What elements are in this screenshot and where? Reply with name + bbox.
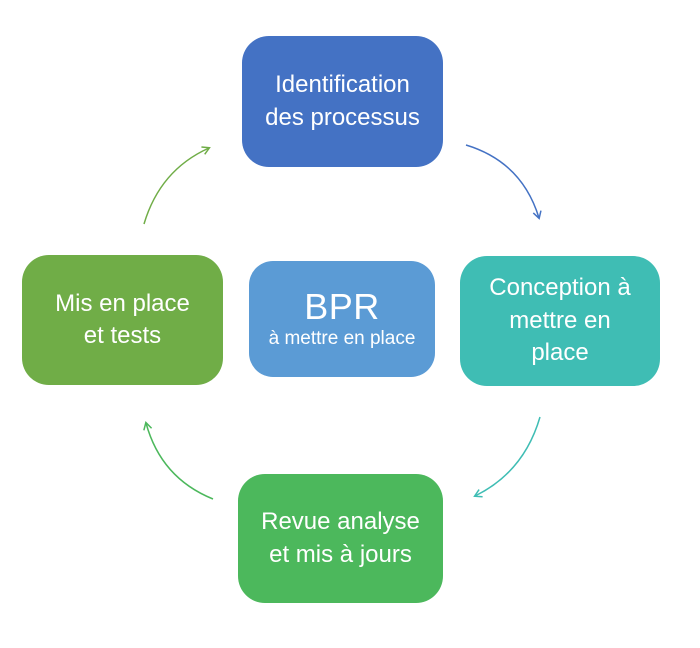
node-mise-en-place-label: Mis en place et tests [55, 289, 190, 349]
node-revue: Revue analyse et mis à jours [238, 474, 443, 603]
center-title: BPR [304, 285, 380, 327]
node-center-bpr: BPR à mettre en place [249, 261, 435, 377]
arrow-top-to-right [465, 144, 542, 220]
node-identification-label: Identification des processus [265, 71, 420, 131]
arrow-left-to-top [143, 146, 211, 225]
arrow-bottom-to-left [143, 421, 214, 500]
node-conception-label: Conception à mettre en place [489, 274, 631, 367]
arrow-right-to-bottom [473, 416, 541, 498]
node-revue-label: Revue analyse et mis à jours [261, 508, 420, 568]
center-subtitle: à mettre en place [268, 328, 416, 350]
node-identification: Identification des processus [242, 36, 443, 167]
node-conception: Conception à mettre en place [460, 256, 660, 386]
node-mise-en-place: Mis en place et tests [22, 255, 223, 385]
